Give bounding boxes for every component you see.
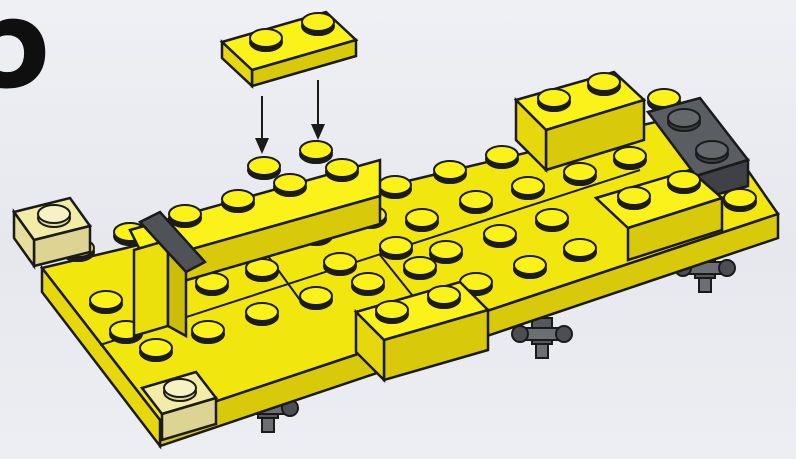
new-plate-1x2 — [222, 12, 356, 86]
down-arrow-icon — [255, 96, 269, 154]
down-arrow-icon — [311, 80, 325, 140]
corner-tile-front — [14, 198, 90, 266]
